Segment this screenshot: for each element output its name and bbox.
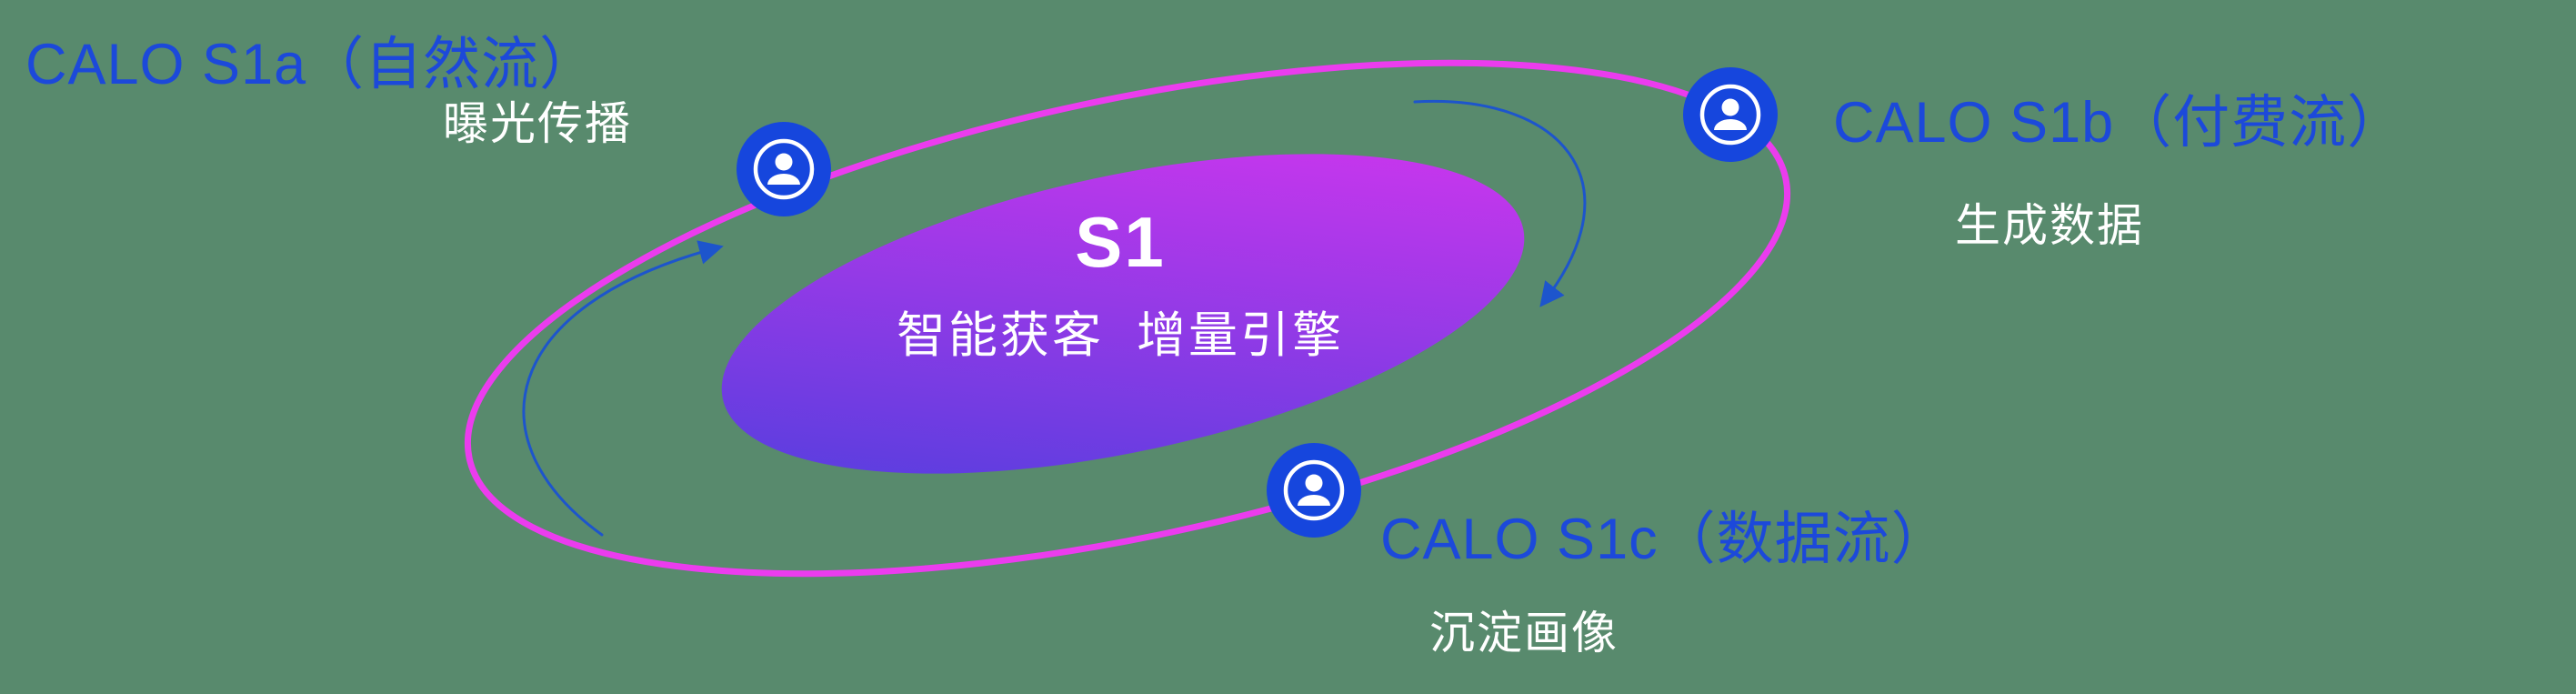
node-sublabel-s1a: 曝光传播 <box>443 98 632 149</box>
user-icon <box>1683 67 1778 162</box>
orbit-ring <box>464 59 1791 578</box>
node-icon-s1c <box>1267 443 1361 538</box>
user-icon <box>737 122 831 216</box>
core-subtitle: 智能获客 增量引擎 <box>896 307 1344 363</box>
node-icon-s1a <box>737 122 831 216</box>
node-icon-s1b <box>1683 67 1778 162</box>
node-label-s1b: CALO S1b（付费流） <box>1833 91 2406 155</box>
node-label-s1a: CALO S1a（自然流） <box>25 33 598 96</box>
node-label-s1c: CALO S1c（数据流） <box>1380 508 1950 571</box>
flow-arrow-left <box>522 240 724 537</box>
core-label-group: S1 智能获客 增量引擎 <box>711 202 1529 367</box>
user-icon <box>1267 443 1361 538</box>
flow-arrow-right <box>1413 99 1587 307</box>
core-title: S1 <box>1075 202 1166 282</box>
core-ellipse <box>721 154 1525 474</box>
node-sublabel-s1b: 生成数据 <box>1955 200 2144 251</box>
node-sublabel-s1c: 沉淀画像 <box>1429 608 1619 659</box>
